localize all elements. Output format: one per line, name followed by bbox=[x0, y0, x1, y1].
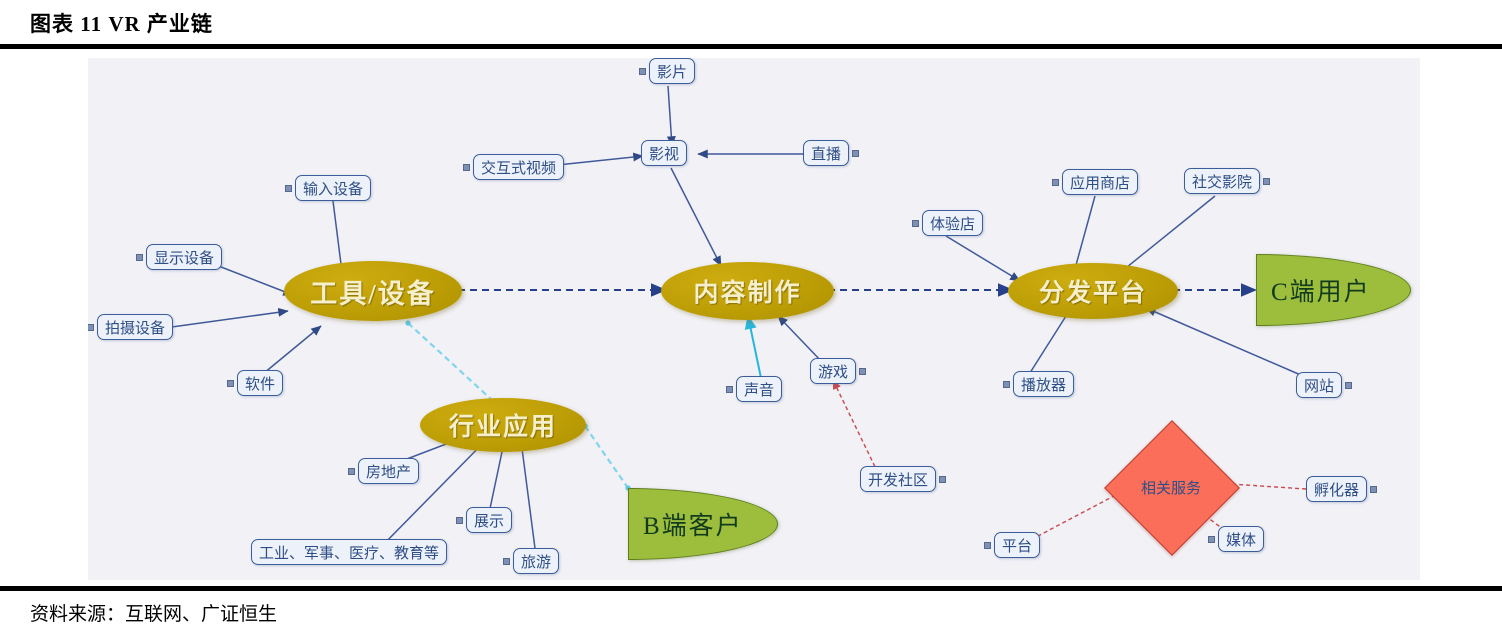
node-live[interactable]: 直播 bbox=[803, 140, 860, 166]
node-platform-label: 平台 bbox=[1002, 537, 1033, 555]
connector-dot-icon bbox=[136, 254, 143, 261]
node-app-store-label: 应用商店 bbox=[1070, 174, 1131, 192]
node-player-label: 播放器 bbox=[1021, 376, 1067, 394]
endpoint-c-user-label: C端用户 bbox=[1271, 279, 1371, 306]
node-incubator[interactable]: 孵化器 bbox=[1306, 476, 1378, 502]
node-interactive-video-label: 交互式视频 bbox=[481, 159, 557, 177]
connector-dot-icon bbox=[1003, 381, 1010, 388]
connector-dot-icon bbox=[639, 68, 646, 75]
connector-dot-icon bbox=[456, 517, 463, 524]
diagram-canvas: 工具/设备 内容制作 分发平台 行业应用 相关服务 C端用户 B端客户 输入设备 bbox=[88, 58, 1420, 580]
node-game-label: 游戏 bbox=[818, 363, 849, 381]
node-social-cinema[interactable]: 社交影院 bbox=[1184, 168, 1271, 194]
node-sound[interactable]: 声音 bbox=[726, 376, 783, 402]
connector-dot-icon bbox=[88, 324, 94, 331]
node-incubator-label: 孵化器 bbox=[1314, 481, 1360, 499]
node-display-device-label: 显示设备 bbox=[154, 249, 215, 267]
node-movie[interactable]: 影片 bbox=[639, 58, 696, 84]
endpoint-b-user[interactable]: B端客户 bbox=[628, 488, 778, 560]
connector-dot-icon bbox=[1345, 382, 1353, 389]
node-display-device[interactable]: 显示设备 bbox=[136, 244, 223, 270]
connector-dot-icon bbox=[1370, 486, 1378, 493]
node-experience-store[interactable]: 体验店 bbox=[912, 210, 984, 236]
connector-dot-icon bbox=[859, 368, 867, 375]
hub-content[interactable]: 内容制作 bbox=[661, 262, 834, 320]
connector-dot-icon bbox=[984, 542, 991, 549]
hub-content-label: 内容制作 bbox=[693, 280, 802, 307]
connector-dot-icon bbox=[1052, 179, 1059, 186]
node-exhibition-label: 展示 bbox=[474, 512, 505, 530]
connector-dot-icon bbox=[503, 558, 510, 565]
node-verticals[interactable]: 工业、军事、医疗、教育等 bbox=[251, 539, 448, 565]
connector-dot-icon bbox=[463, 164, 470, 171]
node-dev-community-label: 开发社区 bbox=[868, 471, 929, 489]
source-rule bbox=[0, 586, 1502, 591]
connector-dot-icon bbox=[1263, 178, 1271, 185]
node-capture-device-label: 拍摄设备 bbox=[105, 319, 166, 337]
hub-tools[interactable]: 工具/设备 bbox=[284, 261, 462, 321]
node-website-label: 网站 bbox=[1304, 377, 1335, 395]
node-real-estate-label: 房地产 bbox=[366, 463, 412, 481]
node-website[interactable]: 网站 bbox=[1296, 372, 1353, 398]
connector-dot-icon bbox=[1208, 536, 1215, 543]
hub-tools-label: 工具/设备 bbox=[310, 278, 436, 309]
node-movie-label: 影片 bbox=[657, 63, 688, 81]
page-title: 图表 11 VR 产业链 bbox=[30, 12, 213, 36]
hub-industry[interactable]: 行业应用 bbox=[420, 398, 586, 452]
hub-related-service-label: 相关服务 bbox=[1140, 479, 1201, 497]
node-sound-label: 声音 bbox=[744, 381, 775, 399]
node-film-tv[interactable]: 影视 bbox=[641, 140, 688, 166]
node-media[interactable]: 媒体 bbox=[1208, 526, 1265, 552]
node-dev-community[interactable]: 开发社区 bbox=[860, 466, 947, 492]
node-software[interactable]: 软件 bbox=[227, 370, 284, 396]
node-real-estate[interactable]: 房地产 bbox=[348, 458, 420, 484]
hub-related-service[interactable]: 相关服务 bbox=[1104, 420, 1240, 556]
connector-dot-icon bbox=[852, 150, 860, 157]
connector-dot-icon bbox=[227, 380, 234, 387]
node-experience-store-label: 体验店 bbox=[930, 215, 976, 233]
node-software-label: 软件 bbox=[245, 375, 276, 393]
node-input-device-label: 输入设备 bbox=[303, 180, 364, 198]
connector-dot-icon bbox=[912, 220, 919, 227]
node-exhibition[interactable]: 展示 bbox=[456, 507, 513, 533]
node-game[interactable]: 游戏 bbox=[810, 358, 867, 384]
endpoint-b-user-label: B端客户 bbox=[643, 513, 743, 540]
node-media-label: 媒体 bbox=[1226, 531, 1257, 549]
hub-distribution-label: 分发平台 bbox=[1038, 280, 1147, 307]
connector-dot-icon bbox=[726, 386, 733, 393]
source-note: 资料来源：互联网、广证恒生 bbox=[30, 604, 278, 625]
connector-dot-icon bbox=[939, 476, 947, 483]
hub-industry-label: 行业应用 bbox=[448, 414, 557, 441]
node-platform[interactable]: 平台 bbox=[984, 532, 1041, 558]
node-tourism[interactable]: 旅游 bbox=[503, 548, 560, 574]
node-tourism-label: 旅游 bbox=[521, 553, 552, 571]
node-app-store[interactable]: 应用商店 bbox=[1052, 169, 1139, 195]
node-capture-device[interactable]: 拍摄设备 bbox=[88, 314, 174, 340]
node-film-tv-label: 影视 bbox=[649, 145, 680, 163]
node-input-device[interactable]: 输入设备 bbox=[285, 175, 372, 201]
node-verticals-label: 工业、军事、医疗、教育等 bbox=[259, 544, 440, 562]
connector-dot-icon bbox=[348, 468, 355, 475]
hub-distribution[interactable]: 分发平台 bbox=[1008, 263, 1178, 319]
title-rule bbox=[0, 44, 1502, 49]
endpoint-c-user[interactable]: C端用户 bbox=[1256, 254, 1411, 326]
node-interactive-video[interactable]: 交互式视频 bbox=[463, 154, 565, 180]
connector-dot-icon bbox=[285, 185, 292, 192]
node-social-cinema-label: 社交影院 bbox=[1192, 173, 1253, 191]
node-player[interactable]: 播放器 bbox=[1003, 371, 1075, 397]
node-live-label: 直播 bbox=[811, 145, 842, 163]
